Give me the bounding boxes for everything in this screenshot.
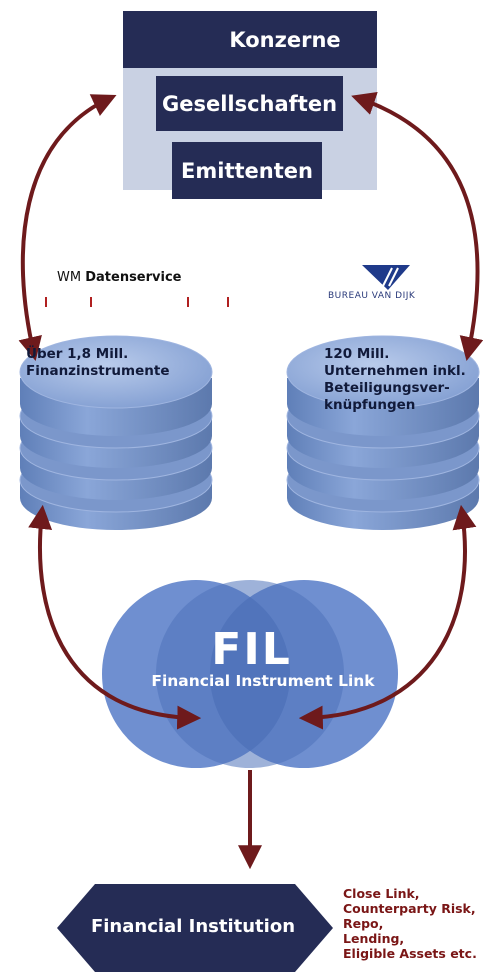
database-right-line3: Beteiligungsver- [324,380,450,396]
wm-datenservice-logo: WM Datenservice [57,270,182,285]
fil-title: FIL [211,624,292,675]
hierarchy-gesellschaften: Gesellschaften [156,76,343,131]
bvd-logo-text: BUREAU VAN DIJK [328,291,416,301]
use-case-item: Close Link, [343,886,420,901]
financial-institution-shape [57,884,333,972]
wm-prefix: WM [57,270,82,285]
bvd-logo-icon [362,265,410,290]
arrow-right-bottom [298,504,477,730]
database-right-line2: Unternehmen inkl. [324,363,466,379]
financial-institution-label: Financial Institution [90,916,296,937]
use-case-item: Counterparty Risk, [343,901,476,916]
hierarchy-konzerne: Konzerne [123,11,377,68]
use-case-item: Repo, [343,916,384,931]
database-left-line2: Finanzinstrumente [26,363,170,379]
use-case-item: Lending, [343,931,405,946]
database-left-line1: Über 1,8 Mill. [26,346,129,362]
arrow-left-top [18,94,117,362]
hierarchy-emittenten-label: Emittenten [181,158,313,183]
database-right-line4: knüpfungen [324,397,416,413]
hierarchy-gesellschaften-label: Gesellschaften [161,91,338,116]
database-right-label: 120 Mill. Unternehmen inkl. Beteiligungs… [324,346,503,414]
database-left-label: Über 1,8 Mill. Finanzinstrumente [26,346,226,380]
wm-tick-marks [45,297,229,307]
wm-name: Datenservice [85,270,182,285]
fil-subtitle: Financial Instrument Link [151,672,375,690]
database-left-icon [19,335,213,530]
connector-arrows [18,92,484,870]
use-case-item: Eligible Assets etc. [343,946,477,961]
arrow-left-bottom [28,504,202,730]
arrow-right-top [351,92,484,362]
use-cases-list: Close Link, Counterparty Risk, Repo, Len… [343,886,477,961]
hierarchy-konzerne-label: Konzerne [229,27,341,52]
hierarchy-emittenten: Emittenten [172,142,322,199]
database-right-line1: 120 Mill. [324,346,390,362]
